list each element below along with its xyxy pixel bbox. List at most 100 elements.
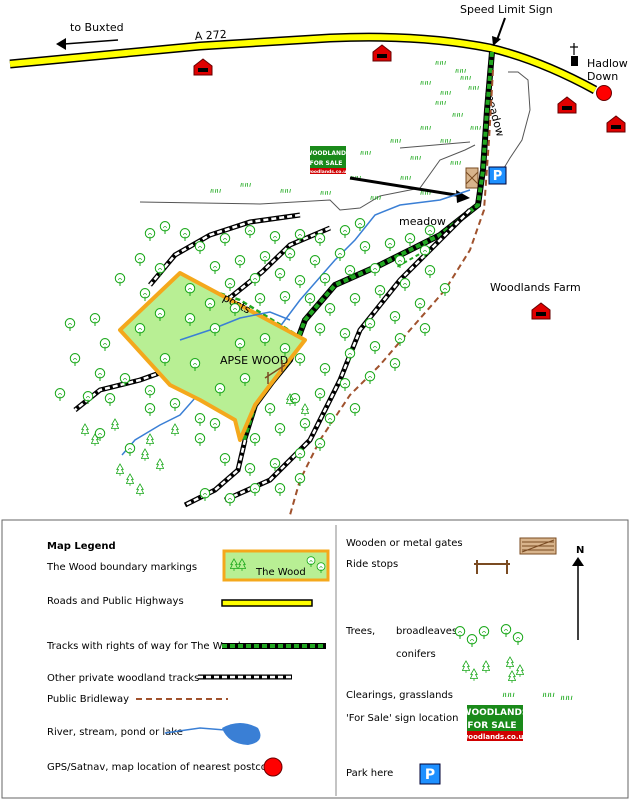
tree-icon bbox=[264, 403, 276, 417]
legend-wood-swatch: The Wood bbox=[222, 549, 330, 582]
tree-icon bbox=[219, 233, 231, 247]
tree-icon bbox=[374, 285, 386, 299]
tree-icon bbox=[209, 418, 221, 432]
for-sale-sign: WOODLANDS FOR SALE woodlands.co.uk bbox=[306, 146, 351, 175]
legend-gate-icon bbox=[519, 537, 557, 555]
conifer-icon bbox=[116, 463, 124, 476]
tree-icon bbox=[274, 483, 286, 497]
tree-icon bbox=[364, 371, 376, 385]
apse-wood-label: APSE WOOD bbox=[220, 354, 288, 367]
tree-icon bbox=[339, 328, 351, 342]
tree-icon bbox=[159, 221, 171, 235]
tree-icon bbox=[414, 298, 426, 312]
tree-icon bbox=[349, 403, 361, 417]
legend-road-swatch bbox=[221, 599, 313, 607]
tree-icon bbox=[244, 463, 256, 477]
sign-pointer bbox=[349, 176, 463, 198]
conifer-icon bbox=[146, 433, 154, 446]
tree-icon bbox=[419, 323, 431, 337]
road-label: A 272 bbox=[194, 28, 227, 43]
church-icon bbox=[570, 43, 578, 66]
house-icon bbox=[557, 96, 577, 114]
parking-letter: P bbox=[493, 169, 503, 184]
legend-for-sale: 'For Sale' sign location bbox=[346, 713, 458, 724]
tree-icon bbox=[319, 273, 331, 287]
tree-icon bbox=[319, 363, 331, 377]
tree-icon bbox=[249, 273, 261, 287]
tree-icon bbox=[209, 261, 221, 275]
parking-icon bbox=[488, 166, 507, 185]
legend-for-sale-sign: WOODLANDS FOR SALE woodlands.co.uk bbox=[462, 705, 529, 741]
tree-icon bbox=[249, 433, 261, 447]
tree-icon bbox=[324, 303, 336, 317]
tree-icon bbox=[364, 318, 376, 332]
tree-icon bbox=[349, 293, 361, 307]
sign-line2: FOR SALE bbox=[310, 160, 343, 167]
tree-icon bbox=[244, 225, 256, 239]
conifer-icon bbox=[81, 423, 89, 436]
north-arrow-icon bbox=[572, 557, 584, 566]
tree-icon bbox=[404, 233, 416, 247]
tree-icon bbox=[69, 353, 81, 367]
legend-river-swatch bbox=[164, 723, 261, 745]
tree-icon bbox=[284, 248, 296, 262]
legend-private-tracks: Other private woodland tracks bbox=[47, 673, 199, 684]
postcode-marker-icon[interactable] bbox=[596, 85, 612, 101]
tree-icon bbox=[314, 438, 326, 452]
tree-icon bbox=[274, 423, 286, 437]
speed-limit-label: Speed Limit Sign bbox=[460, 3, 553, 16]
legend-trees: Trees, bbox=[345, 626, 375, 637]
tree-icon bbox=[274, 268, 286, 282]
tree-icon bbox=[304, 293, 316, 307]
tree-icon bbox=[314, 233, 326, 247]
legend-ride-stops: Ride stops bbox=[346, 559, 398, 570]
house-icon bbox=[606, 115, 626, 133]
road-a272 bbox=[9, 34, 597, 93]
tree-icon bbox=[224, 278, 236, 292]
legend-roads: Roads and Public Highways bbox=[47, 596, 184, 607]
hadlow-label-2: Down bbox=[587, 70, 618, 83]
tree-icon bbox=[384, 238, 396, 252]
tree-icon bbox=[219, 453, 231, 467]
tree-icon bbox=[394, 255, 406, 269]
legend-sign-line3: woodlands.co.uk bbox=[462, 733, 529, 741]
tree-icon bbox=[54, 388, 66, 402]
legend-tracks-row: Tracks with rights of way for The Wood bbox=[46, 641, 241, 652]
tree-icon bbox=[124, 443, 136, 457]
tree-icon bbox=[294, 353, 306, 367]
tree-icon bbox=[94, 368, 106, 382]
tree-icon bbox=[294, 448, 306, 462]
arrow-left-icon bbox=[56, 38, 66, 50]
tree-icon bbox=[294, 473, 306, 487]
tree-icon bbox=[359, 241, 371, 255]
tree-icon bbox=[259, 251, 271, 265]
tree-icon bbox=[314, 323, 326, 337]
legend-river: River, stream, pond or lake bbox=[47, 727, 183, 738]
tree-icon bbox=[399, 278, 411, 292]
sign-line1: WOODLANDS bbox=[306, 150, 351, 157]
tree-icon bbox=[424, 265, 436, 279]
field-boundaries bbox=[139, 71, 531, 211]
tree-icon bbox=[64, 318, 76, 332]
tree-icon bbox=[234, 255, 246, 269]
legend-postcode: GPS/Satnav, map location of nearest post… bbox=[47, 762, 279, 773]
legend-ride-stop-icon bbox=[474, 560, 510, 574]
house-icon bbox=[531, 302, 551, 320]
tree-icon bbox=[89, 313, 101, 327]
tree-icon bbox=[179, 228, 191, 242]
wood-stream bbox=[179, 311, 291, 341]
tree-icon bbox=[144, 228, 156, 242]
tree-icon bbox=[369, 341, 381, 355]
conifer-icon bbox=[126, 473, 134, 486]
tree-icon bbox=[194, 433, 206, 447]
tree-icon bbox=[389, 358, 401, 372]
tree-icon bbox=[249, 483, 261, 497]
tree-icon bbox=[134, 253, 146, 267]
legend-sign-line2: FOR SALE bbox=[467, 721, 516, 731]
conifer-icon bbox=[301, 403, 309, 416]
legend-clearings: Clearings, grasslands bbox=[346, 690, 453, 701]
tree-icon bbox=[99, 338, 111, 352]
tree-icon bbox=[324, 413, 336, 427]
meadow-label-mid: meadow bbox=[399, 215, 446, 228]
